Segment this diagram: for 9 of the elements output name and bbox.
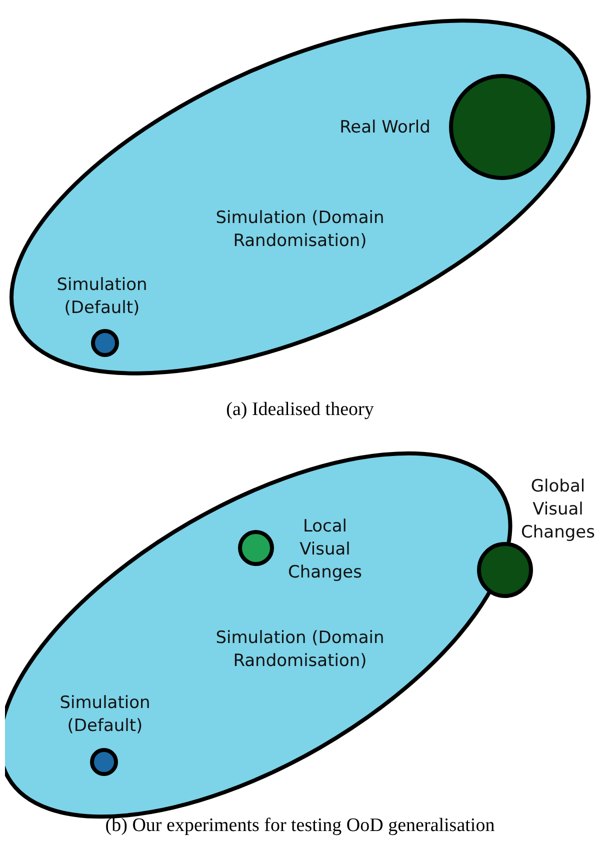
region-label: Simulation (Domain Randomisation) <box>214 207 386 253</box>
point-label: Real World <box>338 116 432 140</box>
point-label: Simulation (Default) <box>58 692 152 738</box>
point-label: Local Visual Changes <box>287 516 363 584</box>
panel-caption: (a) Idealised theory <box>226 399 374 421</box>
point-label: Simulation (Default) <box>56 274 148 320</box>
region-label: Simulation (Domain Randomisation) <box>214 627 386 673</box>
panel-caption: (b) Our experiments for testing OoD generalisation <box>105 815 495 837</box>
point-label: Global Visual Changes <box>520 476 596 544</box>
